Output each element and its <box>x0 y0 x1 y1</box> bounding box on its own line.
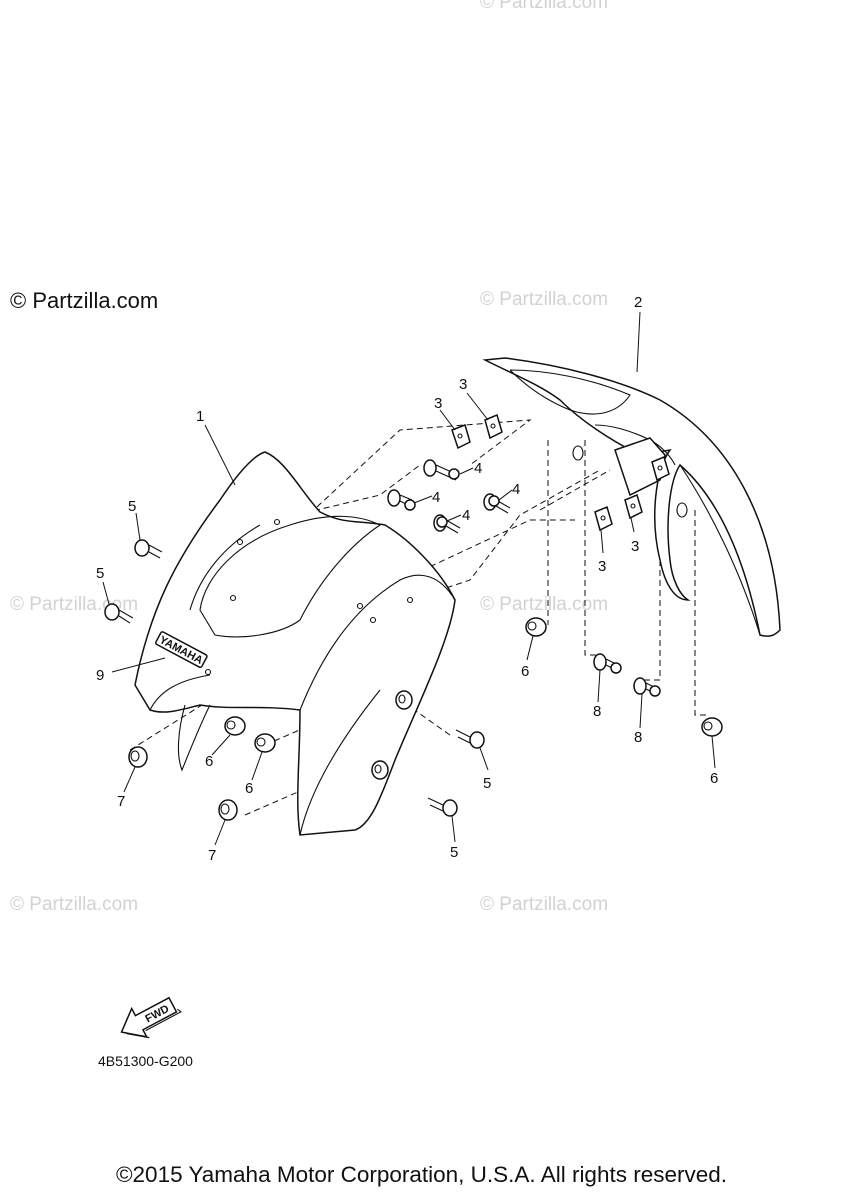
fasteners <box>104 413 723 821</box>
callout-3: 3 <box>434 395 442 412</box>
watermark-faded: © Partzilla.com <box>480 594 608 615</box>
collar-7 <box>128 746 148 768</box>
part-2-inner-fender <box>482 357 781 637</box>
callout-7: 7 <box>117 793 125 810</box>
callout-9: 9 <box>96 667 104 684</box>
callout-3: 3 <box>459 376 467 393</box>
clip-3 <box>624 493 643 520</box>
watermark-faded: © Partzilla.com <box>10 894 138 915</box>
leader-lines <box>102 311 716 846</box>
callout-4: 4 <box>432 489 440 506</box>
callout-1: 1 <box>196 408 204 425</box>
clip-3 <box>594 505 613 532</box>
callout-8: 8 <box>634 729 642 746</box>
bolt-4 <box>387 489 416 511</box>
callout-2: 2 <box>634 294 642 311</box>
copyright-notice: ©2015 Yamaha Motor Corporation, U.S.A. A… <box>115 1162 728 1187</box>
watermark-faded: © Partzilla.com <box>480 0 608 13</box>
screw-5 <box>104 603 134 624</box>
bolt-8 <box>633 677 661 697</box>
grommet-6 <box>224 716 246 736</box>
grommet-6 <box>525 617 547 637</box>
callout-7: 7 <box>208 847 216 864</box>
grommet-6 <box>701 717 723 737</box>
watermark-faded: © Partzilla.com <box>480 289 608 310</box>
clip-3 <box>651 455 670 482</box>
grommet-6 <box>371 760 389 780</box>
watermark-main: © Partzilla.com <box>10 288 158 313</box>
callout-4: 4 <box>474 460 482 477</box>
clip-3 <box>484 413 503 440</box>
screw-5 <box>427 797 458 817</box>
bolt-8 <box>593 653 622 674</box>
watermark-faded: © Partzilla.com <box>480 894 608 915</box>
collar-7 <box>218 799 238 821</box>
callouts: 1 2 3 3 3 3 4 4 4 4 5 5 5 5 6 6 6 6 7 7 … <box>96 294 718 864</box>
screw-5 <box>134 539 163 559</box>
bolt-4 <box>483 493 511 514</box>
callout-6: 6 <box>205 753 213 770</box>
callout-5: 5 <box>96 565 104 582</box>
clip-3 <box>451 424 471 450</box>
grommet-6 <box>254 733 276 753</box>
callout-6: 6 <box>710 770 718 787</box>
callout-5: 5 <box>483 775 491 792</box>
callout-8: 8 <box>593 703 601 720</box>
callout-5: 5 <box>128 498 136 515</box>
diagram-code: 4B51300-G200 <box>98 1053 193 1069</box>
callout-6: 6 <box>245 780 253 797</box>
bolt-4 <box>433 514 461 534</box>
callout-3: 3 <box>631 538 639 555</box>
grommet-6 <box>395 690 413 710</box>
callout-5: 5 <box>450 844 458 861</box>
screw-5 <box>455 729 485 749</box>
bolt-4 <box>423 459 460 481</box>
callout-3: 3 <box>598 558 606 575</box>
callout-6: 6 <box>521 663 529 680</box>
callout-4: 4 <box>512 481 520 498</box>
part-1-front-fender: YAMAHA <box>134 451 456 836</box>
callout-4: 4 <box>462 507 470 524</box>
fwd-arrow-icon: FWD <box>120 996 182 1039</box>
